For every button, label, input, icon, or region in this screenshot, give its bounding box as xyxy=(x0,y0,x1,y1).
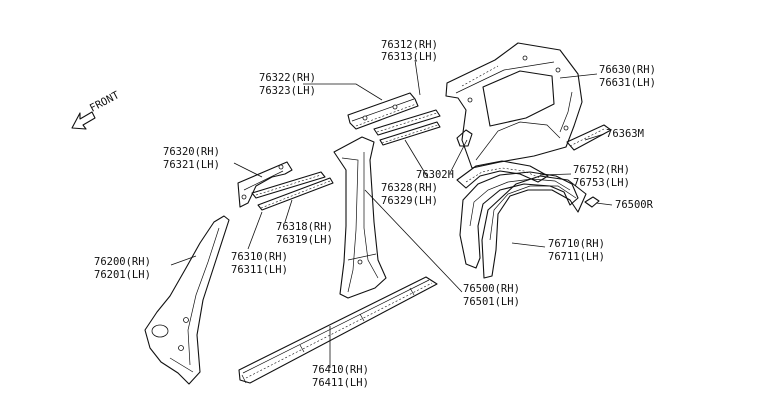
label-76312: 76312(RH) xyxy=(381,39,438,51)
label-76313: 76313(LH) xyxy=(381,51,438,63)
label-76501: 76501(LH) xyxy=(463,296,520,308)
front-arrow: FRONT xyxy=(71,89,122,130)
label-76631: 76631(LH) xyxy=(599,77,656,89)
part-76328-rail-strip xyxy=(379,121,441,146)
part-76318-strip xyxy=(251,171,326,199)
label-76752: 76752(RH) xyxy=(573,164,630,176)
label-76328: 76328(RH) xyxy=(381,182,438,194)
part-76320-bracket xyxy=(237,161,293,208)
label-76311: 76311(LH) xyxy=(231,264,288,276)
part-76752-wheel-house xyxy=(456,160,549,189)
part-76710-wheel-arch xyxy=(459,171,587,279)
part-76363M-bracket xyxy=(566,124,612,151)
label-76500: 76500(RH) xyxy=(463,283,520,295)
label-76302H: 76302H xyxy=(416,169,454,181)
part-76200-front-pillar xyxy=(144,215,230,385)
label-76318: 76318(RH) xyxy=(276,221,333,233)
part-76630-rear-panel xyxy=(445,42,583,169)
label-76329: 76329(LH) xyxy=(381,195,438,207)
label-76320: 76320(RH) xyxy=(163,146,220,158)
label-76201: 76201(LH) xyxy=(94,269,151,281)
label-76321: 76321(LH) xyxy=(163,159,220,171)
label-76363M: 76363M xyxy=(606,128,644,140)
part-76410-sill xyxy=(238,276,438,384)
label-76710: 76710(RH) xyxy=(548,238,605,250)
leader-lines xyxy=(170,59,613,368)
part-labels: 76312(RH) 76313(LH) 76322(RH) 76323(LH) … xyxy=(94,39,656,389)
part-76322-roof-rail xyxy=(347,92,419,130)
part-76312-rail-strip xyxy=(373,109,441,136)
label-76711: 76711(LH) xyxy=(548,251,605,263)
part-76310-strip xyxy=(257,177,334,211)
label-76630: 76630(RH) xyxy=(599,64,656,76)
part-76302H-clip xyxy=(456,129,473,147)
label-76410: 76410(RH) xyxy=(312,364,369,376)
front-label: FRONT xyxy=(88,89,122,115)
part-76500R-clip xyxy=(584,196,600,208)
label-76323: 76323(LH) xyxy=(259,85,316,97)
label-76310: 76310(RH) xyxy=(231,251,288,263)
label-76500R: 76500R xyxy=(615,199,654,211)
part-76500-center-pillar xyxy=(333,136,387,299)
label-76322: 76322(RH) xyxy=(259,72,316,84)
label-76200: 76200(RH) xyxy=(94,256,151,268)
label-76319: 76319(LH) xyxy=(276,234,333,246)
label-76411: 76411(LH) xyxy=(312,377,369,389)
label-76753: 76753(LH) xyxy=(573,177,630,189)
